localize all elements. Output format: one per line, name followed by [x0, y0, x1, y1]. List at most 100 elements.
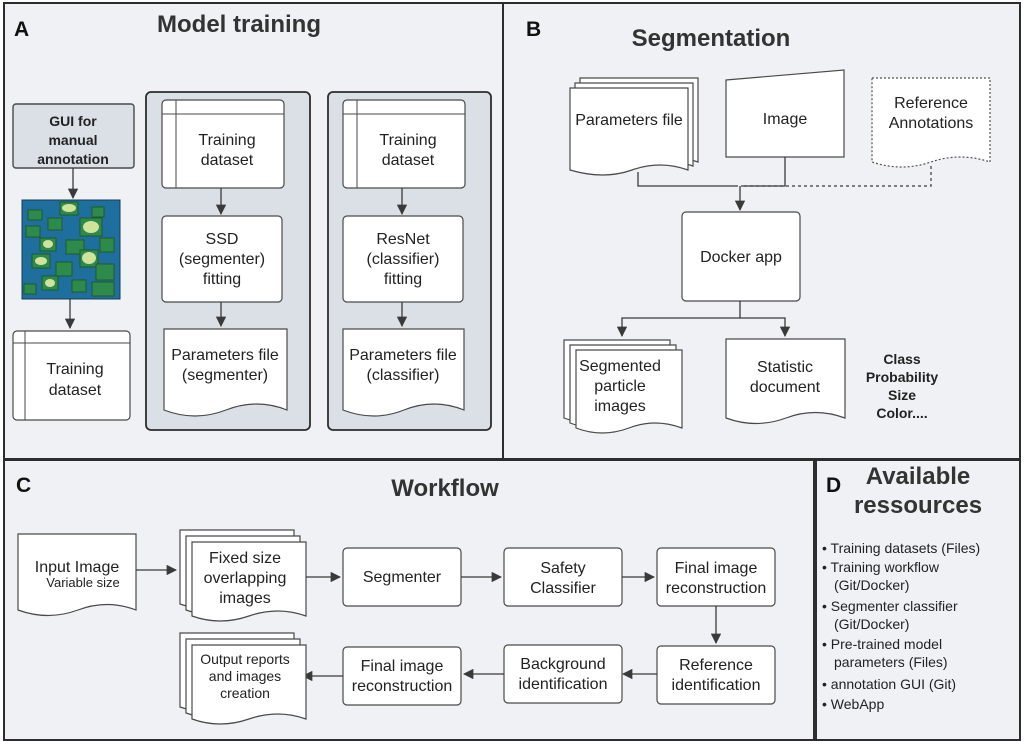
- panel-available-resources: D Available ressources • Training datase…: [815, 459, 1021, 741]
- edge-docker-to-statistic: [740, 317, 791, 338]
- edge-params-to-docker: [637, 172, 738, 187]
- edge-reference-to-docker: [741, 166, 932, 187]
- col1-params-doc: Parameters file (segmenter): [163, 328, 288, 417]
- resource-webapp: • WebApp: [822, 696, 884, 712]
- wf-segmenter: Segmenter: [342, 547, 462, 607]
- panel-letter-d: D: [826, 474, 841, 497]
- training-dataset-left-line2: dataset: [49, 382, 102, 399]
- edge-image-to-docker: [741, 157, 786, 187]
- wf-final2-line1: Final image: [361, 658, 444, 675]
- wf-output-line3: creation: [220, 685, 270, 701]
- col2-dataset-line2: dataset: [382, 152, 435, 169]
- col2-params-line1: Parameters file: [349, 347, 457, 364]
- col1-fitting-line2: (segmenter): [179, 251, 265, 268]
- wf-segmenter-label: Segmenter: [363, 569, 442, 586]
- col2-dataset-line1: Training: [379, 132, 436, 149]
- col1-fitting-line3: fitting: [203, 271, 241, 288]
- wf-background-line1: Background: [520, 656, 605, 673]
- col2-fitting-box: ResNet (classifier) fitting: [342, 215, 464, 303]
- col2-fitting-line3: fitting: [384, 271, 422, 288]
- seg-parameters-file-label: Parameters file: [575, 112, 683, 129]
- wf-safety-line2: Classifier: [530, 580, 596, 597]
- wf-final1-line2: reconstruction: [666, 580, 767, 597]
- edge-docker-to-segmented: [616, 301, 741, 338]
- resources-title-line1: Available: [866, 463, 971, 490]
- gui-annotation-box: GUI for manual annotation: [12, 103, 135, 169]
- wf-final-reconstruction-2: Final image reconstruction: [342, 646, 462, 706]
- panel-letter-c: C: [16, 474, 31, 497]
- wf-input-image: Input Image Variable size: [17, 533, 137, 617]
- seg-image-label: Image: [763, 111, 808, 128]
- col1-params-line2: (segmenter): [182, 367, 268, 384]
- attribute-color: Color....: [876, 405, 927, 421]
- resources-title-line2: ressources: [854, 492, 982, 519]
- wf-safety-line1: Safety: [540, 560, 585, 577]
- resource-annotation-gui: • annotation GUI (Git): [822, 676, 956, 692]
- wf-reference-line1: Reference: [679, 657, 753, 674]
- wf-final2-line2: reconstruction: [352, 678, 453, 695]
- segmenter-training-group: Training dataset SSD (segmenter) fitting…: [145, 91, 311, 431]
- panel-segmentation: B Segmentation Parameters file Image Ref…: [502, 2, 1021, 460]
- wf-safety-classifier: Safety Classifier: [503, 547, 623, 607]
- training-dataset-left-line1: Training: [46, 361, 103, 378]
- gui-label-line3: annotation: [37, 151, 109, 167]
- attribute-probability: Probability: [866, 369, 939, 385]
- statistic-document: Statistic document: [725, 338, 846, 425]
- seg-reference-line1: Reference: [894, 95, 968, 112]
- resource-training-workflow-cont: (Git/Docker): [834, 577, 909, 593]
- col1-params-line1: Parameters file: [171, 347, 279, 364]
- panel-title-segmentation: Segmentation: [632, 25, 791, 52]
- col2-params-line2: (classifier): [367, 367, 440, 384]
- resource-pretrained-params: • Pre-trained model: [822, 636, 942, 652]
- seg-reference-annotations: Reference Annotations: [871, 77, 991, 168]
- statistic-attributes: Class Probability Size Color....: [866, 351, 939, 421]
- wf-output-reports: Output reports and images creation: [179, 632, 307, 725]
- panel-title-workflow: Workflow: [391, 475, 499, 502]
- segmented-line1: Segmented: [579, 358, 661, 375]
- resource-pretrained-params-cont: parameters (Files): [834, 654, 948, 670]
- col2-fitting-line1: ResNet: [376, 231, 430, 248]
- wf-fixed-line1: Fixed size: [209, 550, 281, 567]
- segmented-line2: particle: [594, 378, 646, 395]
- wf-background-line2: identification: [519, 676, 608, 693]
- resource-training-datasets: • Training datasets (Files): [822, 540, 980, 556]
- wf-input-image-label: Input Image: [35, 559, 120, 576]
- segmented-particle-images: Segmented particle images: [563, 339, 683, 434]
- col2-params-doc: Parameters file (classifier): [342, 328, 465, 417]
- wf-fixed-line3: images: [219, 590, 271, 607]
- col1-fitting-box: SSD (segmenter) fitting: [161, 215, 283, 303]
- classifier-training-group: Training dataset ResNet (classifier) fit…: [327, 91, 492, 431]
- wf-final-reconstruction-1: Final image reconstruction: [656, 547, 776, 607]
- docker-app-box: Docker app: [681, 211, 801, 302]
- col1-dataset-line2: dataset: [201, 152, 254, 169]
- wf-background-identification: Background identification: [503, 644, 623, 704]
- docker-app-label: Docker app: [700, 249, 782, 266]
- wf-fixed-size-images: Fixed size overlapping images: [179, 529, 307, 622]
- attribute-class: Class: [883, 351, 921, 367]
- wf-reference-line2: identification: [672, 677, 761, 694]
- attribute-size: Size: [888, 387, 916, 403]
- panel-workflow: C Workflow Input Image Variable size Fix…: [3, 459, 815, 741]
- annotated-image: [21, 199, 121, 300]
- seg-image: Image: [725, 69, 845, 158]
- statistic-line1: Statistic: [757, 359, 813, 376]
- col2-dataset-box: Training dataset: [342, 99, 466, 189]
- wf-final1-line1: Final image: [675, 560, 758, 577]
- wf-output-line2: and images: [209, 668, 281, 684]
- gui-label-line1: GUI for: [49, 113, 97, 129]
- panel-letter-b: B: [526, 18, 541, 41]
- wf-reference-identification: Reference identification: [656, 645, 776, 705]
- segmented-line3: images: [594, 398, 646, 415]
- training-dataset-left: Training dataset: [12, 330, 131, 421]
- gui-label-line2: manual: [48, 132, 97, 148]
- col1-fitting-line1: SSD: [206, 231, 239, 248]
- wf-input-image-sub: Variable size: [46, 575, 119, 590]
- resource-segmenter-classifier-cont: (Git/Docker): [834, 616, 909, 632]
- panel-letter-a: A: [14, 18, 29, 41]
- seg-reference-line2: Annotations: [889, 115, 974, 132]
- seg-parameters-file: Parameters file: [569, 77, 699, 176]
- panel-model-training: A Model training GUI for manual annotati…: [3, 2, 504, 460]
- panel-title-model-training: Model training: [157, 11, 321, 38]
- statistic-line2: document: [750, 379, 821, 396]
- resource-segmenter-classifier: • Segmenter classifier: [822, 598, 958, 614]
